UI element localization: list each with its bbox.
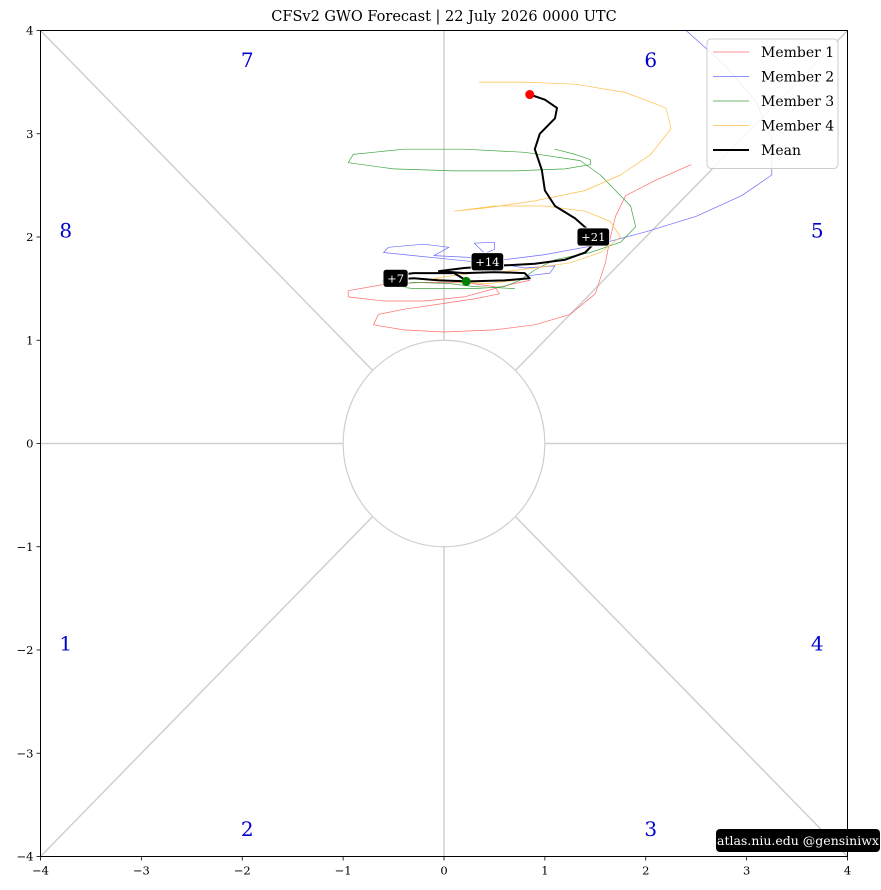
unit-circle xyxy=(342,339,546,548)
legend-label-member-2: Member 2 xyxy=(761,70,834,86)
x-tick-label: 3 xyxy=(743,864,750,878)
phase-label-4: 4 xyxy=(811,631,824,655)
x-tick-label: 2 xyxy=(642,864,649,878)
phase-label-6: 6 xyxy=(644,48,657,72)
day-labels: +7 +14 +21 xyxy=(382,227,610,288)
legend: Member 1 Member 2 Member 3 Member 4 Mean xyxy=(706,38,839,169)
x-tick-label: −1 xyxy=(335,864,352,878)
y-tick-label: 0 xyxy=(26,437,33,451)
y-tick-label: −2 xyxy=(17,643,34,657)
phase-labels: 1 2 3 4 5 6 7 8 xyxy=(59,48,823,841)
y-tick-label: 1 xyxy=(26,333,33,347)
phase-label-7: 7 xyxy=(241,48,254,72)
y-tick-label: −4 xyxy=(17,850,34,864)
day-label-bg xyxy=(576,227,610,247)
day-label: +14 xyxy=(475,255,499,269)
day-label-bg xyxy=(382,268,409,288)
start-marker xyxy=(461,276,471,286)
x-tick-label: −4 xyxy=(32,864,49,878)
credit-text: atlas.niu.edu @gensiniwx xyxy=(717,833,879,848)
legend-label-member-3: Member 3 xyxy=(761,94,834,110)
y-tick-label: −1 xyxy=(17,540,34,554)
legend-label-mean: Mean xyxy=(761,143,801,159)
credit-background xyxy=(716,829,880,852)
series-line-member-1 xyxy=(347,164,692,333)
guide-line-se xyxy=(514,515,849,858)
x-tick-label: 1 xyxy=(541,864,548,878)
phase-label-1: 1 xyxy=(59,631,72,655)
day-label: +7 xyxy=(387,271,404,285)
y-tick-label: −3 xyxy=(17,746,34,760)
axis-ticks: −4 −3 −2 −1 0 1 2 3 4 −4 −3 −2 −1 0 1 2 3 4 xyxy=(17,24,852,878)
day-label: +21 xyxy=(581,230,605,244)
phase-label-5: 5 xyxy=(811,218,824,242)
legend-label-member-1: Member 1 xyxy=(761,45,834,61)
phase-label-3: 3 xyxy=(644,817,657,841)
y-tick-label: 3 xyxy=(26,127,33,141)
series-line-member-3 xyxy=(347,148,637,289)
phase-label-8: 8 xyxy=(59,218,72,242)
trajectory-markers xyxy=(461,90,535,286)
phase-label-2: 2 xyxy=(241,817,254,841)
x-tick-label: 4 xyxy=(844,864,851,878)
end-marker xyxy=(525,90,535,100)
x-tick-label: −3 xyxy=(133,864,150,878)
guide-line-sw xyxy=(39,515,374,858)
day-label-bg xyxy=(470,252,505,272)
x-tick-label: 0 xyxy=(440,864,447,878)
x-tick-label: −2 xyxy=(234,864,251,878)
guide-line-nw xyxy=(39,29,374,372)
credit-badge: atlas.niu.edu @gensiniwx xyxy=(716,829,880,852)
y-tick-label: 4 xyxy=(26,24,33,38)
y-tick-label: 2 xyxy=(26,230,33,244)
legend-label-member-4: Member 4 xyxy=(761,119,834,135)
legend-box xyxy=(706,38,839,169)
chart-title: CFSv2 GWO Forecast | 22 July 2026 0000 U… xyxy=(271,9,616,25)
